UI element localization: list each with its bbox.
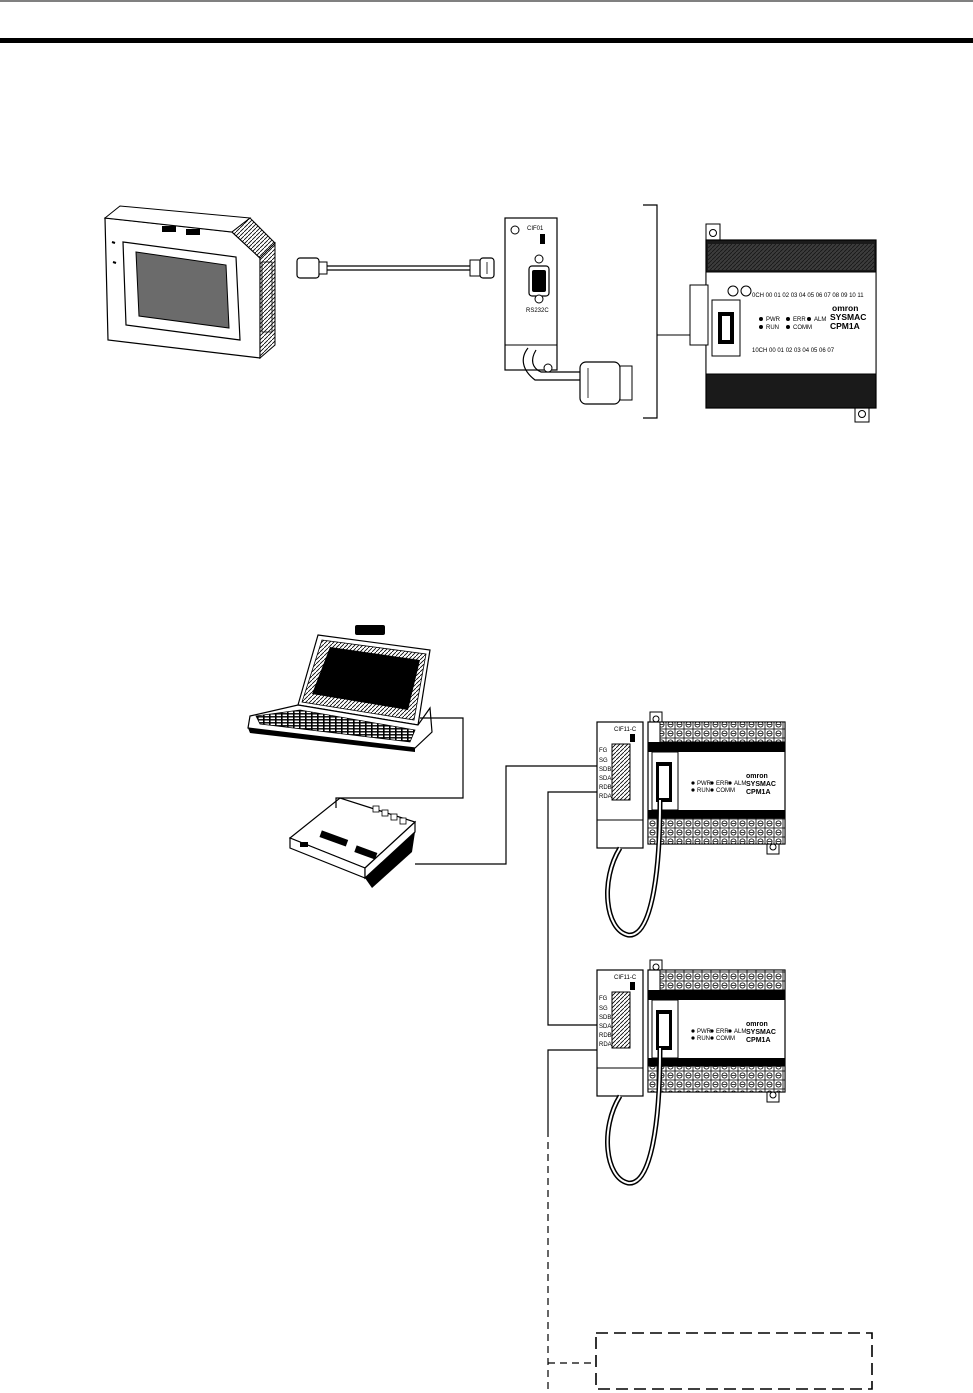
unit2-adapter-model: CIF11-C bbox=[614, 975, 637, 981]
unit1-comm-label: COMM bbox=[716, 788, 735, 794]
svg-text:10CH 00 01 02 03 04 05: 10CH 00 01 02 03 04 05 06 07 bbox=[752, 348, 835, 354]
link-adapter bbox=[288, 797, 417, 888]
unit2-term-rdb: RDB bbox=[599, 1033, 612, 1039]
unit1-brand-omron: omron bbox=[746, 773, 768, 780]
unit1-term-sdb: SDB bbox=[599, 767, 611, 773]
unit1-term-fg: FG bbox=[599, 748, 608, 754]
unit1-to-unit2-cable bbox=[547, 791, 603, 1026]
unit1-alm-label: ALM bbox=[734, 781, 746, 787]
unit2-term-fg: FG bbox=[599, 996, 608, 1002]
unit1-brand-model: CPM1A bbox=[746, 789, 771, 796]
unit2-brand-sysmac: SYSMAC bbox=[746, 1029, 776, 1036]
pc-to-adapter-cable bbox=[335, 717, 464, 808]
large-brand-omron: omron bbox=[832, 303, 858, 313]
unit2-comm-label: COMM bbox=[716, 1036, 735, 1042]
unit2-err-label: ERR bbox=[716, 1029, 729, 1035]
personal-computer bbox=[247, 625, 433, 752]
unit2-pwr-label: PWR bbox=[697, 1029, 712, 1035]
adapter-to-unit1-cable bbox=[415, 765, 603, 865]
large-pwr-label: PWR bbox=[766, 317, 781, 323]
cpm1a-cpu-unit-large: 0CH 00 01 02 03 04 05 06 07 08 09 10 11 … bbox=[689, 223, 877, 423]
unit1-term-sg: SG bbox=[599, 758, 608, 764]
unit2-outgoing-cable bbox=[547, 1049, 603, 1130]
unit1-term-rdb: RDB bbox=[599, 785, 612, 791]
adapter-port-label: RS232C bbox=[526, 308, 549, 314]
svg-text:0CH 00 01 02 03 04 05 0: 0CH 00 01 02 03 04 05 06 07 08 09 10 11 bbox=[752, 293, 864, 299]
cpm1a-unit-2: PWR ERR ALM RUN COMM omron SYSMAC CPM1A … bbox=[596, 959, 786, 1186]
large-comm-label: COMM bbox=[793, 325, 812, 331]
unit1-err-label: ERR bbox=[716, 781, 729, 787]
unit2-term-sdb: SDB bbox=[599, 1015, 611, 1021]
large-err-label: ERR bbox=[793, 317, 806, 323]
adapter-model-bg bbox=[525, 224, 553, 232]
large-run-label: RUN bbox=[766, 325, 779, 331]
large-alm-label: ALM bbox=[814, 317, 826, 323]
unit2-term-sg: SG bbox=[599, 1006, 608, 1012]
unit1-pwr-label: PWR bbox=[697, 781, 712, 787]
unit1-run-label: RUN bbox=[697, 788, 710, 794]
unit2-run-label: RUN bbox=[697, 1036, 710, 1042]
pt-connecting-cable bbox=[296, 257, 495, 279]
cpm1a-unit-1: PWR ERR ALM RUN COMM omron SYSMAC CPM1A … bbox=[596, 711, 786, 938]
additional-devices-box bbox=[595, 1332, 873, 1390]
grouping-bracket bbox=[643, 204, 658, 419]
unit1-term-sda: SDA bbox=[599, 776, 611, 782]
adapter-model-label: CIF01 bbox=[527, 226, 544, 232]
header-rule bbox=[0, 38, 973, 43]
unit2-brand-omron: omron bbox=[746, 1021, 768, 1028]
rs232c-adapter: CIF01 RS232C bbox=[504, 217, 633, 405]
unit2-alm-label: ALM bbox=[734, 1029, 746, 1035]
unit1-term-rda: RDA bbox=[599, 794, 612, 800]
programmable-terminal bbox=[103, 205, 276, 360]
unit1-adapter-model: CIF11-C bbox=[614, 727, 637, 733]
unit2-brand-model: CPM1A bbox=[746, 1037, 771, 1044]
unit1-brand-sysmac: SYSMAC bbox=[746, 781, 776, 788]
large-brand-model: CPM1A bbox=[830, 321, 860, 331]
unit2-term-rda: RDA bbox=[599, 1042, 612, 1048]
large-brand-sysmac: SYSMAC bbox=[830, 312, 866, 322]
unit2-term-sda: SDA bbox=[599, 1024, 611, 1030]
